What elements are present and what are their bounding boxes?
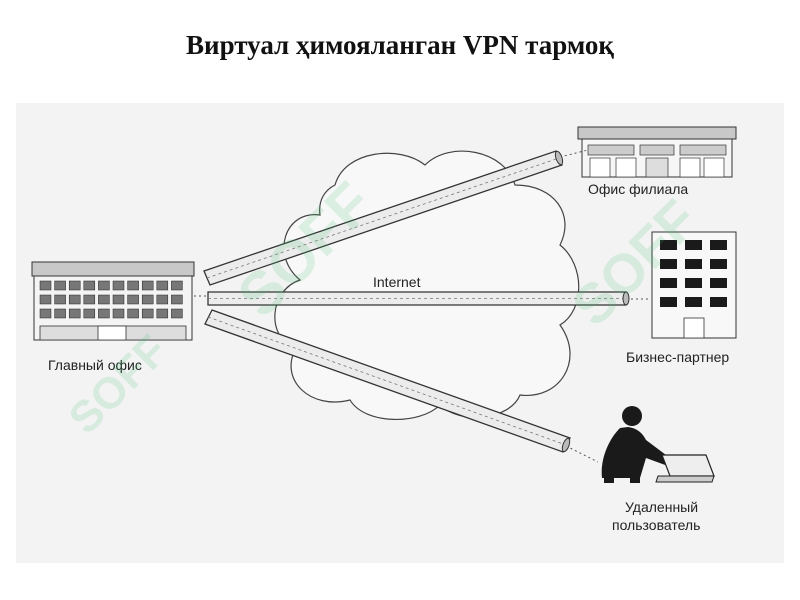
building-window: [98, 280, 110, 291]
building-window: [660, 240, 677, 250]
laptop-icon: [655, 454, 715, 483]
building-window: [83, 308, 96, 319]
building-window: [54, 280, 66, 291]
main-office-label: Главный офис: [48, 357, 142, 373]
building-window: [710, 259, 727, 269]
building-window: [685, 259, 702, 269]
building-window: [710, 297, 727, 307]
building-window: [83, 280, 96, 291]
building-window: [83, 294, 96, 305]
building-window: [710, 278, 727, 288]
building-window: [39, 280, 52, 291]
vpn-tunnel-partner: [207, 291, 630, 306]
building-window: [156, 294, 169, 305]
business-partner-building: [651, 231, 737, 339]
building-window: [39, 308, 52, 319]
building-window: [141, 308, 154, 319]
main-office-building: [31, 261, 195, 341]
connector-remote: [565, 445, 599, 463]
building-window: [112, 294, 125, 305]
branch-office-building: [577, 126, 737, 178]
remote-user-label-line1: Удаленный: [625, 499, 698, 515]
business-partner-label: Бизнес-партнер: [626, 349, 729, 365]
building-window: [127, 308, 139, 319]
building-window: [710, 240, 727, 250]
building-window: [54, 294, 66, 305]
vpn-tunnel-branch: [203, 150, 564, 286]
building-window: [68, 294, 81, 305]
building-window: [98, 294, 110, 305]
building-window: [685, 278, 702, 288]
internet-label: Internet: [373, 274, 421, 290]
building-window: [171, 308, 183, 319]
remote-user-icon: [601, 406, 670, 483]
building-window: [171, 294, 183, 305]
building-window: [127, 294, 139, 305]
vpn-tunnel-remote: [204, 309, 571, 453]
remote-user-label-line2: пользователь: [612, 517, 700, 533]
building-window: [660, 297, 677, 307]
building-window: [68, 308, 81, 319]
building-window: [98, 308, 110, 319]
building-window: [68, 280, 81, 291]
building-window: [112, 308, 125, 319]
building-window: [54, 308, 66, 319]
building-window: [171, 280, 183, 291]
building-window: [156, 308, 169, 319]
building-window: [685, 240, 702, 250]
building-window: [685, 297, 702, 307]
slide-title: Виртуал ҳимояланган VPN тармоқ: [186, 30, 614, 60]
building-window: [660, 278, 677, 288]
building-window: [127, 280, 139, 291]
branch-office-label: Офис филиала: [588, 181, 688, 197]
building-window: [141, 280, 154, 291]
internet-cloud: [274, 150, 580, 421]
building-window: [39, 294, 52, 305]
building-window: [660, 259, 677, 269]
building-window: [141, 294, 154, 305]
building-window: [112, 280, 125, 291]
building-window: [156, 280, 169, 291]
